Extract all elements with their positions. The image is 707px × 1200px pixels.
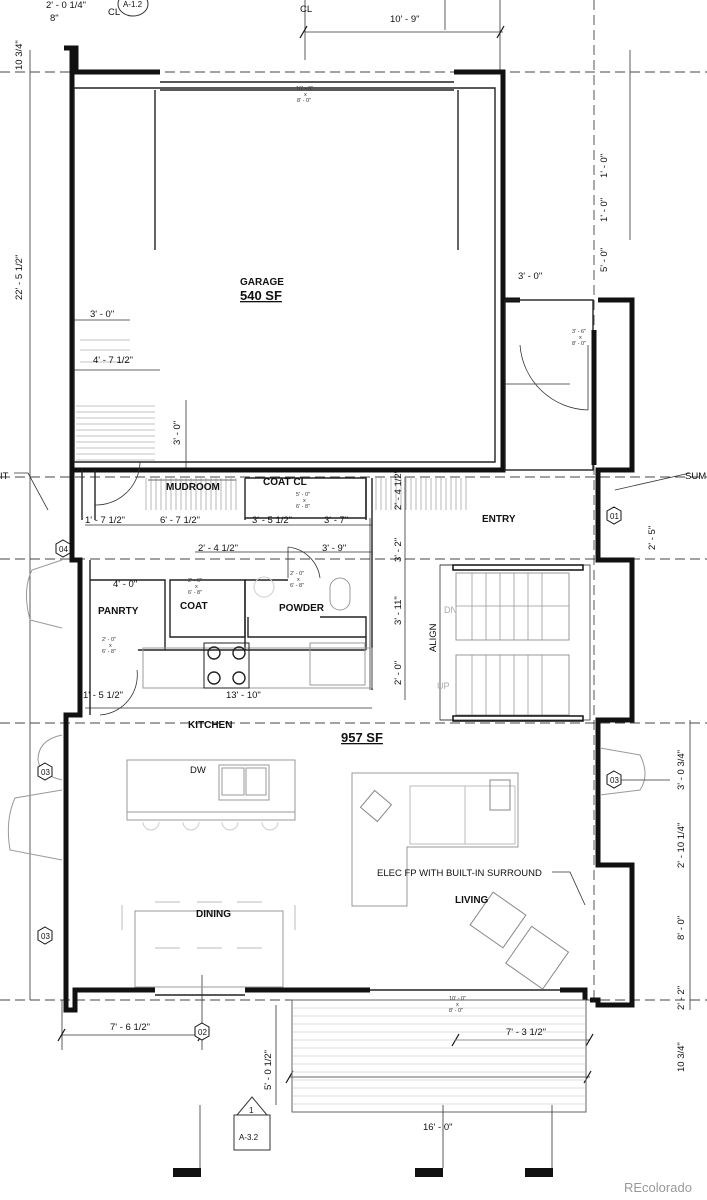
note-stair-up: UP xyxy=(437,681,450,691)
dim-v-1: 2' - 4 1/2" xyxy=(393,470,404,510)
dim-left-top: 10 3/4" xyxy=(14,40,25,70)
dim-v-4: 2' - 0" xyxy=(393,661,404,685)
note-fireplace: ELEC FP WITH BUILT-IN SURROUND xyxy=(377,868,542,879)
dim-mud-2: 6' - 7 1/2" xyxy=(160,515,200,526)
window-tag-03c: 03 xyxy=(606,770,670,789)
dim-shelf-d: 4' - 7 1/2" xyxy=(93,355,133,366)
room-mudroom: MUDROOM xyxy=(166,482,220,493)
deck xyxy=(291,999,587,1113)
leaders xyxy=(14,472,691,906)
note-stair-down: DN xyxy=(444,605,457,615)
hatching xyxy=(76,339,467,510)
dim-left-garage: 22' - 5 1/2" xyxy=(14,255,25,300)
note-left-cut: IT xyxy=(0,471,9,482)
room-garage: GARAGE xyxy=(240,277,284,288)
room-pantry: PANRTY xyxy=(98,606,139,617)
dim-v-3: 3' - 11" xyxy=(393,596,404,625)
dimension-labels: 2' - 0 1/4" 8" 10' - 9" 10 3/4" 22' - 5 … xyxy=(14,0,687,1133)
tags: A-1.2 01 04 03 03 03 02 1 xyxy=(37,0,670,1151)
dim-r-b: 2' - 10 1/4" xyxy=(676,823,687,868)
dim-r-e: 10 3/4" xyxy=(676,1042,687,1072)
window-tag-04: 04 xyxy=(55,539,71,558)
dim-right-3: 5' - 0" xyxy=(599,248,610,272)
extension-lines xyxy=(29,0,691,1105)
main-area: 957 SF xyxy=(341,730,383,745)
column-markers xyxy=(173,1105,553,1177)
dim-k-1: 1' - 5 1/2" xyxy=(83,690,123,701)
dim-entry-r: 2' - 5" xyxy=(647,526,658,550)
centerline-2: CL xyxy=(300,4,312,15)
room-kitchen: KITCHEN xyxy=(188,720,232,731)
window-tag-02: 02 xyxy=(194,1022,210,1041)
stairs xyxy=(439,564,591,722)
room-living: LIVING xyxy=(455,895,489,906)
dim-pantry-w: 4' - 0" xyxy=(113,579,137,590)
window-bays xyxy=(7,559,646,861)
dim-garage-side: 3' - 0" xyxy=(518,271,542,282)
window-tag-02-label: 02 xyxy=(198,1028,207,1037)
window-tag-03b: 03 xyxy=(37,926,53,945)
dim-r-c: 8' - 0" xyxy=(676,916,687,940)
dim-deck-r: 7' - 3 1/2" xyxy=(506,1027,546,1038)
dim-top-b: 8" xyxy=(50,13,59,24)
dim-right-1: 1' - 0" xyxy=(599,154,610,178)
dim-step: 3' - 0" xyxy=(172,421,183,445)
watermark: REcolorado xyxy=(624,1180,692,1195)
furniture xyxy=(121,772,570,990)
note-right-cut: SUM xyxy=(685,471,706,482)
window-tag-01: 01 xyxy=(606,506,622,525)
door-swings xyxy=(94,344,589,716)
dim-r-a: 3' - 0 3/4" xyxy=(676,750,687,790)
dim-mud-3: 3' - 5 1/2" xyxy=(252,515,292,526)
window-tag-03b-label: 03 xyxy=(41,932,50,941)
window-tag-03a: 03 xyxy=(37,762,53,781)
dim-hall-2: 3' - 9" xyxy=(322,543,346,554)
dim-deck-depth: 5' - 0 1/2" xyxy=(263,1050,274,1090)
centerline-1: CL xyxy=(108,7,120,18)
window-tag-04-label: 04 xyxy=(59,545,68,554)
dim-mud-1: 1' - 7 1/2" xyxy=(85,515,125,526)
dim-right-2: 1' - 0" xyxy=(599,198,610,222)
dim-shelf-w: 3' - 0" xyxy=(90,309,114,320)
dim-mud-4: 3' - 7" xyxy=(324,515,348,526)
section-tag-top-label: A-1.2 xyxy=(123,0,143,9)
dim-v-2: 3' - 2" xyxy=(393,538,404,562)
dim-top-width: 10' - 9" xyxy=(390,14,419,25)
window-tag-03c-label: 03 xyxy=(610,776,619,785)
section-tag-top xyxy=(117,0,149,17)
room-dining: DINING xyxy=(196,909,231,920)
garage-area: 540 SF xyxy=(240,288,282,303)
room-labels: GARAGE 540 SF MUDROOM COAT CL ENTRY PANR… xyxy=(98,277,516,920)
dim-k-2: 13' - 10" xyxy=(226,690,261,701)
room-entry: ENTRY xyxy=(482,514,516,525)
dim-r-d: 2' - 2" xyxy=(676,986,687,1010)
notes: ELEC FP WITH BUILT-IN SURROUND ALIGN DN … xyxy=(0,4,706,879)
room-coat-closet: COAT CL xyxy=(263,477,307,488)
kitchen-fixtures xyxy=(126,576,373,821)
section-marker-sheet: A-3.2 xyxy=(239,1133,259,1142)
label-dishwasher: DW xyxy=(190,765,206,776)
exterior-walls xyxy=(63,45,635,1013)
dim-hall-1: 2' - 4 1/2" xyxy=(198,543,238,554)
section-marker-number: 1 xyxy=(249,1106,254,1115)
dim-top-a: 2' - 0 1/4" xyxy=(46,0,86,11)
room-coat: COAT xyxy=(180,601,208,612)
room-powder: POWDER xyxy=(279,603,325,614)
note-align: ALIGN xyxy=(428,623,439,652)
dim-deck-w: 16' - 0" xyxy=(423,1122,452,1133)
interior-walls xyxy=(81,470,373,715)
window-tag-03a-label: 03 xyxy=(41,768,50,777)
dim-bot-left: 7' - 6 1/2" xyxy=(110,1022,150,1033)
section-marker: 1 A-3.2 xyxy=(233,1096,271,1151)
grid-lines xyxy=(0,0,707,1001)
window-tag-01-label: 01 xyxy=(610,512,619,521)
